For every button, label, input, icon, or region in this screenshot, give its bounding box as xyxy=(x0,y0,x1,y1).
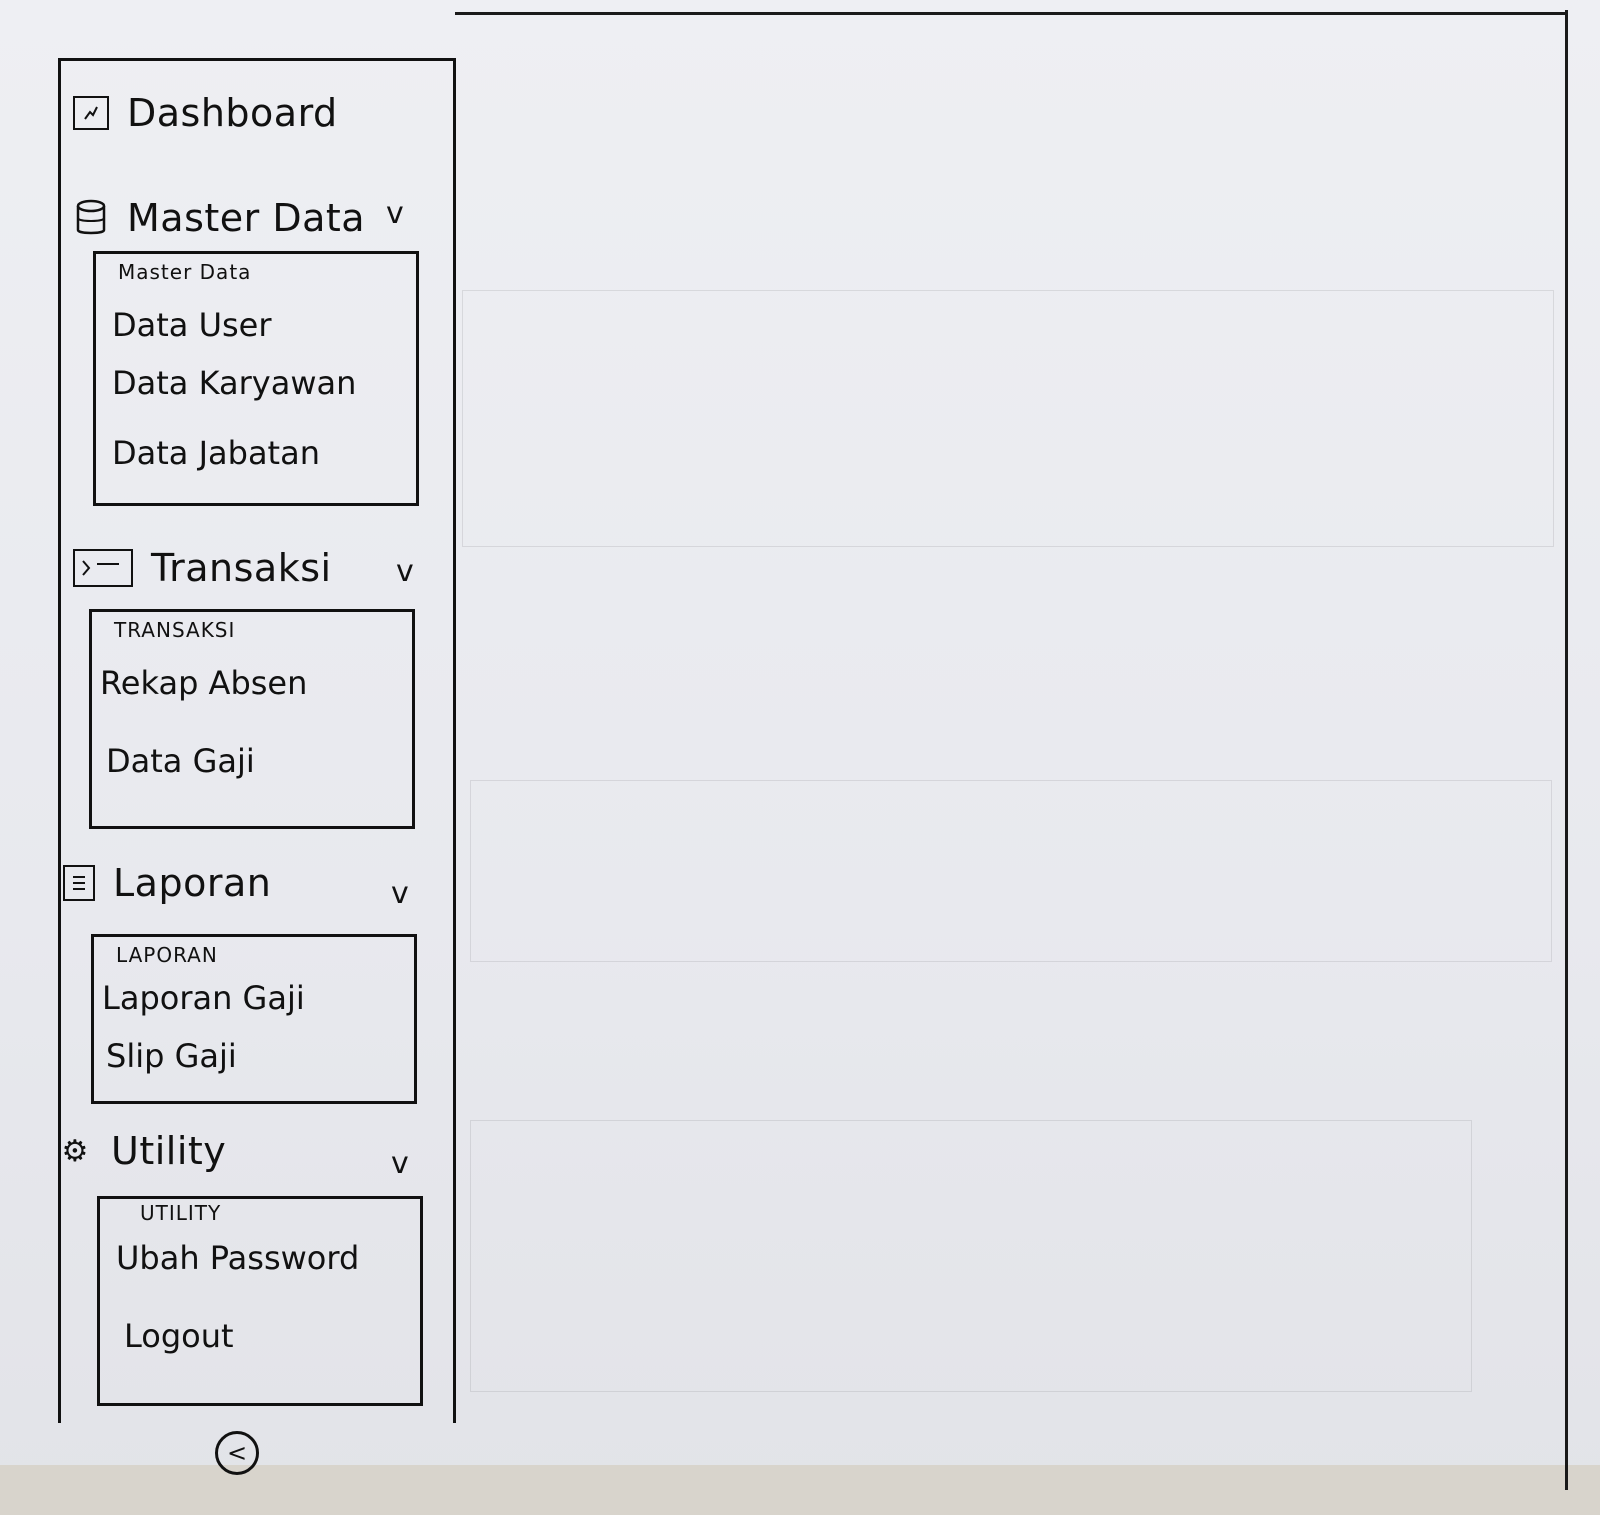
submenu-transaksi: TRANSAKSI Rekap Absen Data Gaji xyxy=(89,609,415,829)
sidebar-item-label: Utility xyxy=(111,1129,227,1173)
main-frame-right xyxy=(1565,10,1568,1490)
gear-icon: ⚙ xyxy=(61,1133,89,1169)
sidebar-item-label: Transaksi xyxy=(151,546,332,590)
submenu-item-rekap-absen[interactable]: Rekap Absen xyxy=(100,664,308,702)
submenu-laporan: LAPORAN Laporan Gaji Slip Gaji xyxy=(91,934,417,1104)
chevron-down-icon[interactable]: v xyxy=(391,1146,409,1181)
sidebar-item-master-data[interactable]: Master Data xyxy=(73,196,365,240)
transaction-icon xyxy=(73,549,133,587)
collapse-sidebar-button[interactable]: < xyxy=(215,1431,259,1475)
chevron-down-icon[interactable]: v xyxy=(386,196,404,231)
submenu-item-laporan-gaji[interactable]: Laporan Gaji xyxy=(102,979,305,1017)
submenu-item-ubah-password[interactable]: Ubah Password xyxy=(116,1239,360,1277)
submenu-item-data-jabatan[interactable]: Data Jabatan xyxy=(112,434,320,472)
submenu-item-data-user[interactable]: Data User xyxy=(112,306,272,344)
main-frame-top xyxy=(455,12,1567,15)
sidebar-item-dashboard[interactable]: Dashboard xyxy=(73,91,338,135)
sidebar-item-laporan[interactable]: Laporan xyxy=(63,861,271,905)
submenu-utility: UTILITY Ubah Password Logout xyxy=(97,1196,423,1406)
submenu-title: UTILITY xyxy=(140,1201,222,1225)
submenu-title: Master Data xyxy=(118,260,252,284)
chart-icon xyxy=(73,96,109,130)
chevron-down-icon[interactable]: v xyxy=(391,876,409,911)
chevron-left-icon: < xyxy=(226,1439,248,1467)
sidebar-item-label: Laporan xyxy=(113,861,272,905)
submenu-title: TRANSAKSI xyxy=(114,618,236,642)
submenu-item-slip-gaji[interactable]: Slip Gaji xyxy=(106,1037,237,1075)
sidebar-item-utility[interactable]: ⚙ Utility xyxy=(57,1129,226,1173)
submenu-title: LAPORAN xyxy=(116,943,218,967)
sidebar-item-transaksi[interactable]: Transaksi xyxy=(73,546,332,590)
sidebar: Dashboard Master Data v Master Data Data… xyxy=(57,58,456,1475)
sidebar-item-label: Dashboard xyxy=(127,91,338,135)
submenu-item-data-gaji[interactable]: Data Gaji xyxy=(106,742,255,780)
floor xyxy=(0,1465,1600,1515)
submenu-item-logout[interactable]: Logout xyxy=(124,1317,234,1355)
ghost-grid-2 xyxy=(470,780,1552,962)
submenu-item-data-karyawan[interactable]: Data Karyawan xyxy=(112,364,357,402)
ghost-grid-1 xyxy=(462,290,1554,547)
ghost-grid-3 xyxy=(470,1120,1472,1392)
submenu-master-data: Master Data Data User Data Karyawan Data… xyxy=(93,251,419,506)
sidebar-item-label: Master Data xyxy=(127,196,366,240)
report-icon xyxy=(63,865,95,901)
database-icon xyxy=(73,199,109,235)
chevron-down-icon[interactable]: v xyxy=(396,554,414,589)
